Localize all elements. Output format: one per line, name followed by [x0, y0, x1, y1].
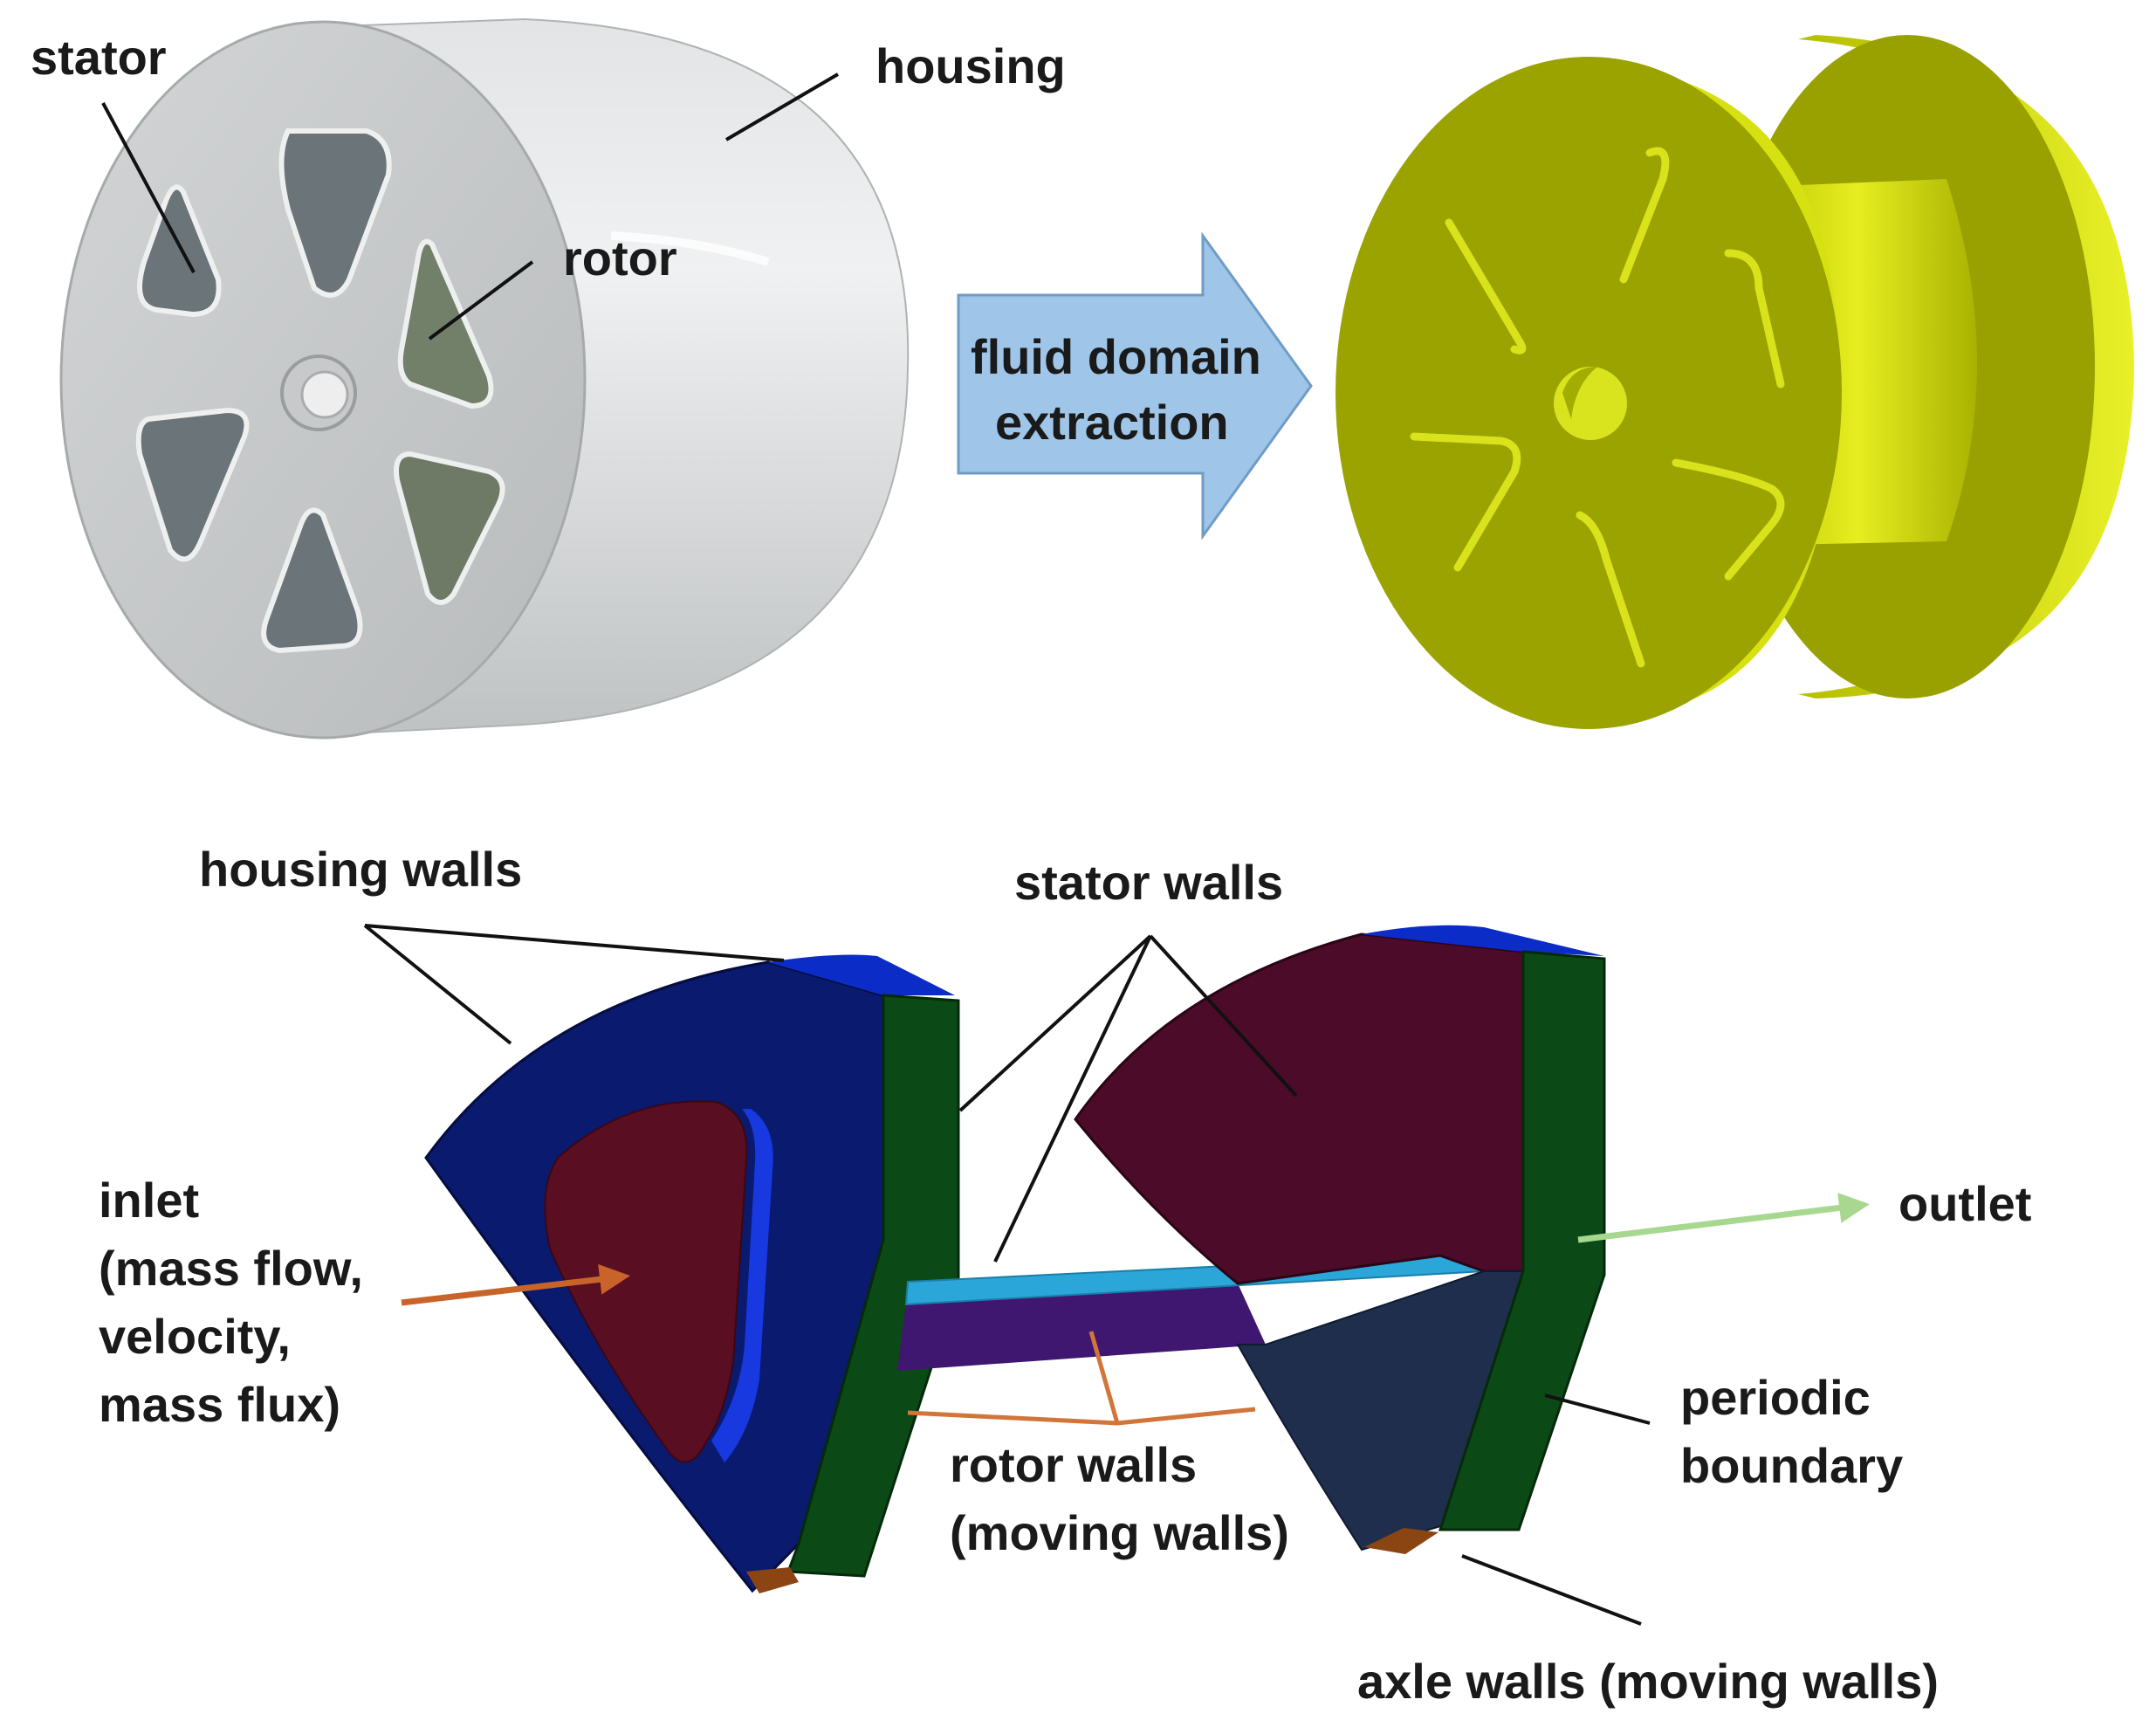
label-rotor: rotor — [563, 231, 677, 286]
label-inlet-1: inlet — [99, 1173, 199, 1228]
leader-stator-walls-b — [993, 935, 1152, 1263]
fluid-slot — [1672, 458, 1785, 581]
leader-housing-walls-b — [364, 924, 785, 962]
fluid-slot — [1619, 147, 1670, 284]
housing-wall-top-right — [1362, 925, 1604, 956]
housing-highlight — [610, 231, 770, 266]
label-stator: stator — [31, 30, 167, 85]
extraction-arrow: fluid domain extraction — [957, 231, 1313, 540]
label-outlet: outlet — [1899, 1176, 2031, 1231]
leader-rotor-walls — [907, 1407, 1256, 1426]
stator-wall-sector — [1074, 932, 1525, 1285]
label-stator-walls: stator walls — [1014, 855, 1283, 910]
extraction-arrow-shape — [957, 231, 1313, 540]
outlet-flow-arrow — [1577, 1193, 1870, 1243]
label-inlet-4: mass flux) — [99, 1377, 340, 1432]
stator-window — [397, 238, 494, 409]
stator-window — [394, 451, 505, 605]
extraction-label-line1: fluid domain — [971, 329, 1261, 384]
leader-housing-walls-a — [363, 924, 512, 1045]
label-housing: housing — [875, 38, 1066, 93]
leader-rotor — [428, 260, 534, 341]
stator-window — [261, 507, 363, 654]
fluid-slot — [1410, 432, 1521, 572]
label-housing-walls: housing walls — [199, 842, 522, 897]
fluid-channel-slots — [1410, 147, 1785, 668]
leader-rotor-walls-up — [1088, 1331, 1120, 1424]
leader-axle — [1461, 1554, 1642, 1626]
inlet-flow-arrow — [401, 1263, 630, 1306]
fluid-slot — [1576, 511, 1645, 668]
axle-wall-left — [746, 1567, 799, 1593]
leader-stator-walls-a — [958, 934, 1152, 1112]
leader-stator-walls-c — [1149, 934, 1298, 1098]
housing-wall-top-left — [768, 954, 955, 995]
label-inlet-3: velocity, — [99, 1309, 291, 1364]
axle-wall-right — [1364, 1528, 1438, 1554]
inlet-face-edge — [711, 1109, 773, 1462]
label-axle-walls: axle walls (moving walls) — [1357, 1654, 1939, 1709]
label-inlet-2: (mass flow, — [99, 1241, 363, 1296]
fluid-domain-model — [1335, 35, 2134, 729]
leader-periodic — [1544, 1393, 1651, 1425]
rotor-shaft-bottom — [897, 1283, 1266, 1371]
fluid-slot — [1445, 218, 1527, 354]
stator-windows — [135, 128, 505, 654]
stator-window — [137, 184, 222, 318]
label-periodic-1: periodic — [1680, 1370, 1871, 1425]
inlet-face — [544, 1100, 748, 1463]
label-rotor-walls-1: rotor walls — [950, 1437, 1197, 1492]
fluid-slot — [1724, 249, 1785, 389]
fluid-hub-face — [1554, 367, 1627, 440]
leader-stator — [101, 102, 196, 273]
periodic-face-left — [786, 994, 960, 1578]
boundary-model — [424, 925, 1606, 1593]
stator-hub-bore — [300, 370, 349, 419]
fluid-hub-shade — [1562, 367, 1597, 419]
periodic-face-right — [1438, 950, 1606, 1531]
label-periodic-2: boundary — [1680, 1438, 1903, 1493]
label-rotor-walls-2: (moving walls) — [950, 1505, 1289, 1560]
leader-housing — [724, 72, 840, 141]
housing-stator-model — [59, 17, 910, 740]
stator-window — [278, 128, 392, 298]
extraction-label-line2: extraction — [995, 395, 1229, 450]
stator-window — [135, 407, 250, 562]
